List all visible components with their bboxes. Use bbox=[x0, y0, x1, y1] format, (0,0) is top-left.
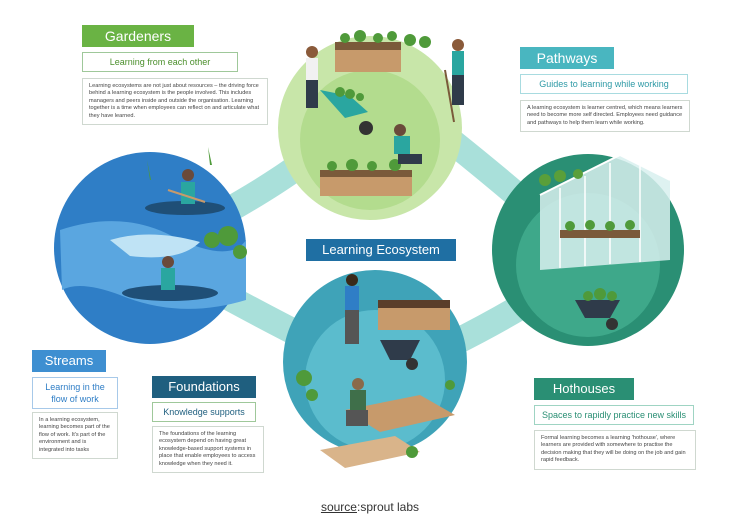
learning-ecosystem-title: Learning Ecosystem bbox=[306, 239, 456, 261]
hothouses-subtitle: Spaces to rapidly practice new skills bbox=[534, 405, 694, 425]
streams-subtitle: Learning in the flow of work bbox=[32, 377, 118, 409]
plants bbox=[327, 30, 431, 171]
foundations-subtitle: Knowledge supports bbox=[152, 402, 256, 422]
foundation-frame bbox=[345, 395, 455, 432]
builder-crouching bbox=[346, 378, 368, 426]
gardeners-scene bbox=[278, 30, 464, 220]
foundation-board bbox=[320, 436, 420, 468]
foundation-plants bbox=[296, 370, 455, 458]
kayak-top bbox=[145, 201, 225, 215]
streams-scene bbox=[54, 147, 247, 344]
source-link[interactable]: source bbox=[320, 500, 357, 514]
streams-title: Streams bbox=[32, 350, 106, 372]
reeds bbox=[147, 147, 247, 259]
hothouse-wheelbarrow bbox=[575, 288, 620, 330]
hothouses-description: Formal learning becomes a learning 'hoth… bbox=[534, 430, 696, 470]
source-credit: source:sprout labs bbox=[0, 500, 740, 514]
hothouses-scene bbox=[492, 153, 684, 346]
pathways-subtitle: Guides to learning while working bbox=[520, 74, 688, 94]
raised-bed-soil-bottom bbox=[320, 170, 412, 177]
greenhouse bbox=[539, 153, 671, 270]
builder-standing bbox=[345, 274, 420, 370]
foundation-bed-soil bbox=[378, 300, 450, 308]
source-separator: : bbox=[356, 500, 361, 514]
gardener-shovel bbox=[444, 39, 464, 123]
stream-highlight bbox=[110, 234, 200, 258]
gardener-wheelbarrow bbox=[306, 46, 373, 135]
gardeners-title: Gardeners bbox=[82, 25, 194, 47]
streams-description: In a learning ecosystem, learning become… bbox=[32, 412, 118, 460]
foundations-description: The foundations of the learning ecosyste… bbox=[152, 426, 264, 474]
raised-bed-soil-top bbox=[335, 42, 401, 50]
pathways-title: Pathways bbox=[520, 47, 614, 69]
foundations-title: Foundations bbox=[152, 376, 256, 398]
gardener-kneeling bbox=[394, 124, 422, 164]
source-name: sprout labs bbox=[360, 500, 420, 514]
foundations-scene bbox=[283, 270, 467, 468]
foundations-ground bbox=[305, 310, 445, 450]
gardeners-subtitle: Learning from each other bbox=[82, 52, 238, 72]
kayak-bottom bbox=[122, 285, 218, 301]
gardeners-description: Learning ecosystems are not just about r… bbox=[82, 78, 268, 126]
hothouses-title: Hothouses bbox=[534, 378, 634, 400]
pathways-description: A learning ecosystem is learner centred,… bbox=[520, 100, 690, 133]
